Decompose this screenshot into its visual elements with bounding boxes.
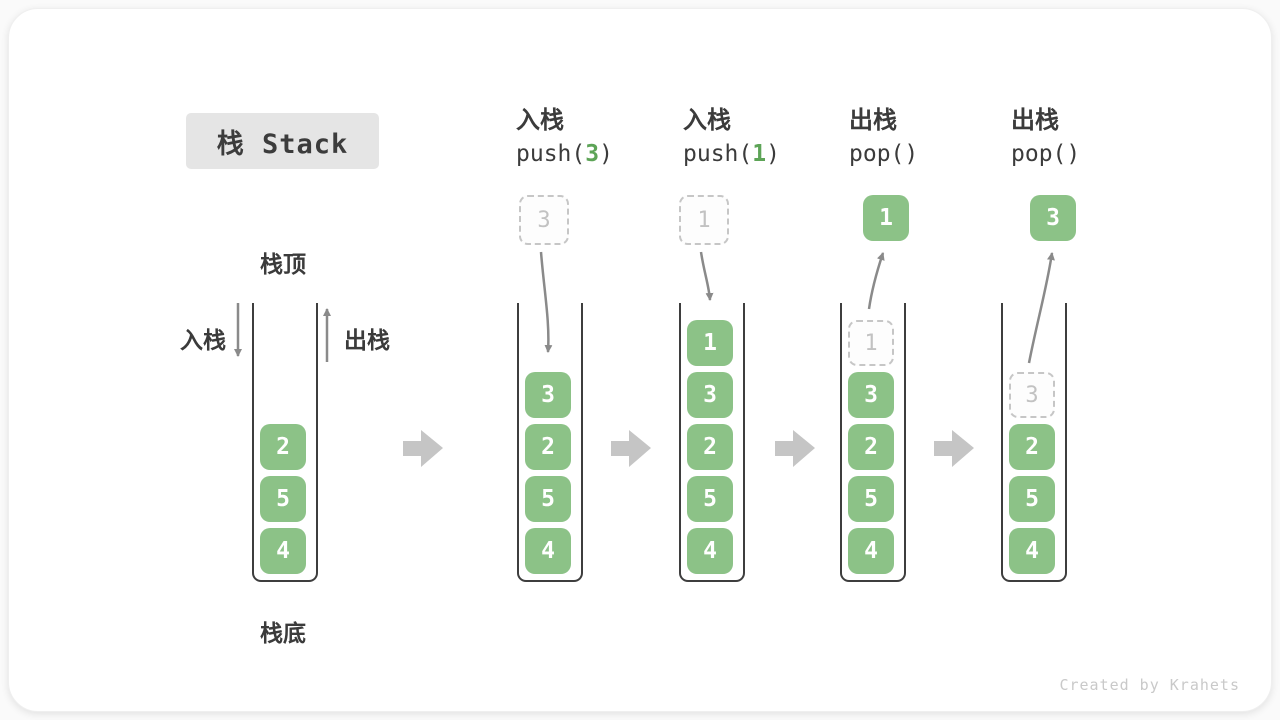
code-post: ) — [904, 141, 919, 167]
stack-cell: 5 — [687, 476, 733, 522]
op-code: pop() — [1011, 138, 1161, 171]
step-header-push1: 入栈 push(1) — [683, 104, 833, 171]
stack-cell: 5 — [1009, 476, 1055, 522]
code-post: ) — [599, 141, 613, 167]
step-header-push3: 入栈 push(3) — [516, 104, 666, 171]
stack-cell: 5 — [260, 476, 306, 522]
stack-cell: 5 — [848, 476, 894, 522]
code-arg: 1 — [752, 141, 767, 167]
floating-pushed-cell: 3 — [519, 195, 569, 245]
stack-cell: 2 — [260, 424, 306, 470]
label-stack-top: 栈顶 — [260, 251, 306, 277]
stack-cell: 4 — [687, 528, 733, 574]
floating-pushed-cell: 1 — [679, 195, 729, 245]
stack-cell: 3 — [687, 372, 733, 418]
op-code: pop() — [849, 138, 999, 171]
op-label: 入栈 — [516, 107, 564, 134]
stack-cell: 4 — [260, 528, 306, 574]
stack-cell: 4 — [848, 528, 894, 574]
stack-cell: 2 — [848, 424, 894, 470]
code-pre: push( — [516, 141, 586, 167]
title-badge: 栈 Stack — [186, 113, 379, 169]
floating-popped-cell: 1 — [863, 195, 909, 241]
stack-cell: 2 — [687, 424, 733, 470]
step-header-pop3: 出栈 pop() — [1011, 104, 1161, 171]
code-post: ) — [766, 141, 780, 167]
op-label: 出栈 — [849, 107, 897, 134]
stack-cell: 2 — [525, 424, 571, 470]
op-label: 入栈 — [683, 107, 731, 134]
stack-cell: 5 — [525, 476, 571, 522]
code-pre: pop( — [849, 141, 905, 167]
stack-container — [840, 303, 906, 582]
code-pre: push( — [683, 141, 753, 167]
stack-cell: 3 — [848, 372, 894, 418]
op-code: push(1) — [683, 138, 833, 171]
stack-container — [1001, 303, 1067, 582]
label-push-side: 入栈 — [180, 327, 226, 353]
stack-container — [517, 303, 583, 582]
step-header-pop1: 出栈 pop() — [849, 104, 999, 171]
stack-cell: 2 — [1009, 424, 1055, 470]
op-code: push(3) — [516, 138, 666, 171]
code-arg: 3 — [585, 141, 600, 167]
stack-container — [679, 303, 745, 582]
stack-cell: 3 — [525, 372, 571, 418]
stack-cell: 4 — [525, 528, 571, 574]
op-label: 出栈 — [1011, 107, 1059, 134]
stack-container — [252, 303, 318, 582]
stack-cell: 1 — [687, 320, 733, 366]
label-stack-bottom: 栈底 — [260, 620, 306, 646]
floating-popped-cell: 3 — [1030, 195, 1076, 241]
code-post: ) — [1066, 141, 1081, 167]
ghost-cell: 3 — [1009, 372, 1055, 418]
code-pre: pop( — [1011, 141, 1067, 167]
stack-cell: 4 — [1009, 528, 1055, 574]
watermark: Created by Krahets — [1059, 676, 1240, 694]
ghost-cell: 1 — [848, 320, 894, 366]
label-pop-side: 出栈 — [344, 327, 390, 353]
